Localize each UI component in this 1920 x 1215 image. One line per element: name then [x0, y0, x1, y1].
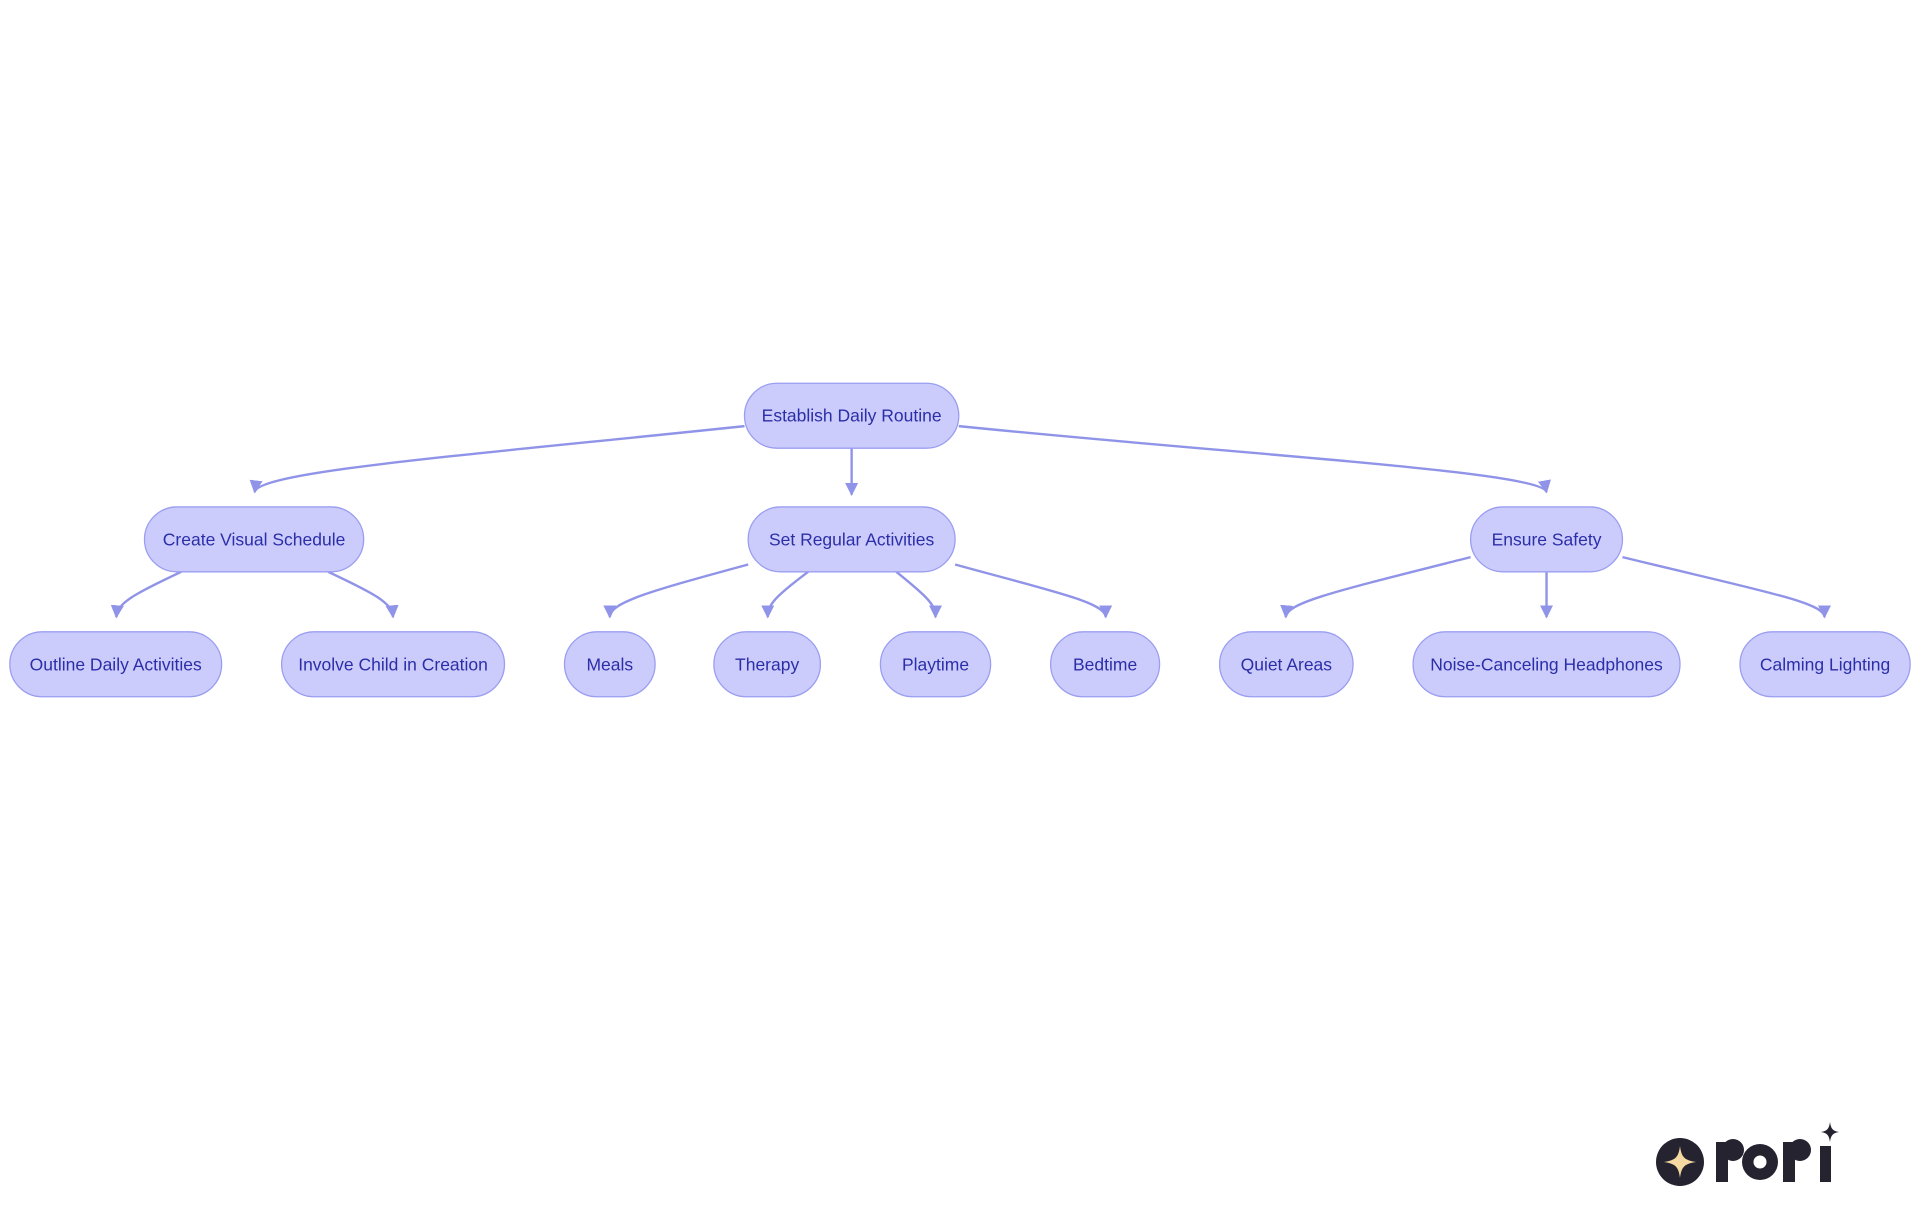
node-meals-box [563, 631, 656, 698]
node-quiet: Quiet Areas [1218, 631, 1354, 698]
node-quiet-box [1218, 631, 1354, 698]
node-visual-label: Create Visual Schedule [163, 529, 346, 549]
node-bedtime-box [1049, 631, 1161, 698]
node-visual-box [143, 506, 365, 573]
node-safety-box [1469, 506, 1624, 573]
edges-layer [109, 426, 1833, 619]
node-involve: Involve Child in Creation [280, 631, 506, 698]
edge-regular-meals [601, 564, 748, 619]
edge-visual-involve [328, 572, 400, 619]
node-playtime-label: Playtime [902, 654, 969, 674]
edge-regular-therapy [759, 572, 808, 619]
node-establish-box [743, 382, 960, 449]
sparkle-logo-icon [1664, 1146, 1696, 1178]
node-quiet-label: Quiet Areas [1241, 654, 1333, 674]
node-bedtime-label: Bedtime [1073, 654, 1137, 674]
edge-visual-outline [109, 572, 181, 619]
node-therapy: Therapy [713, 631, 822, 698]
rori-logo [1656, 1122, 1839, 1186]
node-headphones-box [1412, 631, 1681, 698]
node-headphones-label: Noise-Canceling Headphones [1430, 654, 1663, 674]
node-regular: Set Regular Activities [747, 506, 956, 573]
node-playtime: Playtime [879, 631, 992, 698]
node-visual: Create Visual Schedule [143, 506, 365, 573]
edge-establish-visual [248, 426, 745, 494]
node-safety-label: Ensure Safety [1492, 529, 1602, 549]
node-establish-label: Establish Daily Routine [762, 406, 942, 426]
node-involve-box [280, 631, 506, 698]
node-playtime-box [879, 631, 992, 698]
node-establish: Establish Daily Routine [743, 382, 960, 449]
node-headphones: Noise-Canceling Headphones [1412, 631, 1681, 698]
node-bedtime: Bedtime [1049, 631, 1161, 698]
edge-establish-safety [959, 426, 1552, 494]
edge-regular-bedtime [955, 564, 1114, 619]
logo-wordmark [1716, 1122, 1839, 1182]
node-meals-label: Meals [586, 654, 633, 674]
node-regular-label: Set Regular Activities [769, 529, 935, 549]
edge-safety-quiet [1278, 557, 1471, 619]
node-meals: Meals [563, 631, 656, 698]
node-lighting-box [1739, 631, 1911, 698]
node-lighting: Calming Lighting [1739, 631, 1911, 698]
node-lighting-label: Calming Lighting [1760, 654, 1890, 674]
node-involve-label: Involve Child in Creation [298, 654, 488, 674]
node-outline-label: Outline Daily Activities [30, 654, 202, 674]
node-regular-box [747, 506, 956, 573]
node-therapy-box [713, 631, 822, 698]
node-safety: Ensure Safety [1469, 506, 1624, 573]
edge-safety-lighting [1622, 557, 1833, 619]
node-therapy-label: Therapy [735, 654, 799, 674]
node-outline-box [9, 631, 223, 698]
edge-regular-playtime [896, 572, 944, 619]
node-outline: Outline Daily Activities [9, 631, 223, 698]
